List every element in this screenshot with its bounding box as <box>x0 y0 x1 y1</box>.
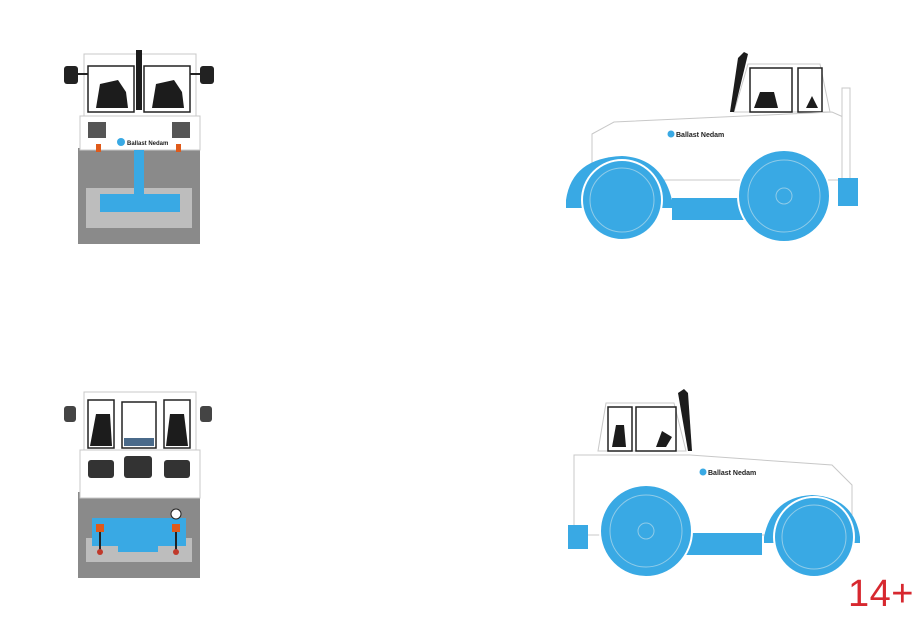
seat-right <box>152 80 184 108</box>
side-right-logo-text: Ballast Nedam <box>676 132 724 139</box>
drum-support <box>134 150 144 194</box>
front-drum-wheel <box>581 159 663 241</box>
rear-lamp-left <box>97 549 103 555</box>
side-view-left-drawing: Ballast Nedam <box>568 389 860 578</box>
front-logo-text: Ballast Nedam <box>127 141 168 147</box>
steering-wheel <box>656 431 672 447</box>
exhaust-stack <box>678 389 692 451</box>
rear-wheel-rim <box>747 159 821 233</box>
reflector-left <box>96 524 104 532</box>
seat-left <box>90 414 112 446</box>
indicator-right <box>176 144 181 152</box>
rear-light-left <box>88 460 114 478</box>
front-wheel-rim <box>781 504 847 570</box>
rear-wheel-hub <box>775 187 793 205</box>
mirror-left <box>64 406 76 422</box>
cab-side-window <box>635 406 677 452</box>
side-view-right-illustration: Ballast Nedam <box>562 48 862 244</box>
rear-light-right <box>164 460 190 478</box>
front-drum <box>100 194 180 212</box>
side-left-logo-text: Ballast Nedam <box>708 470 756 477</box>
rear-wheel-rim <box>609 494 683 568</box>
rear-view-drawing <box>64 391 212 578</box>
rear-wheel <box>599 484 693 578</box>
reflector-right <box>172 524 180 532</box>
rear-light-center <box>124 456 152 478</box>
driver-seat <box>612 425 626 447</box>
front-bumper <box>568 525 588 549</box>
mirror-right <box>200 406 212 422</box>
front-wheel-rim <box>589 167 655 233</box>
beacon-light <box>170 508 182 520</box>
logo-mark <box>699 468 707 476</box>
side-view-right-drawing: Ballast Nedam <box>566 52 858 243</box>
steering-column <box>806 96 818 108</box>
exhaust-pipe <box>136 50 142 110</box>
headlight-right <box>172 122 190 138</box>
age-rating-badge: 14+ <box>848 573 914 615</box>
dashboard-panel <box>124 438 154 446</box>
side-view-left-illustration: Ballast Nedam <box>562 385 862 585</box>
headlight-left <box>88 122 106 138</box>
mirror-right <box>200 66 214 84</box>
exhaust-stack <box>730 52 748 112</box>
rear-drum-base <box>118 538 158 552</box>
seat-left <box>96 80 128 108</box>
front-drum-wheel <box>773 496 855 578</box>
logo-mark <box>117 138 125 146</box>
rear-bumper <box>838 178 858 206</box>
rear-wheel <box>737 149 831 243</box>
seat-right <box>166 414 188 446</box>
rear-view-illustration <box>58 388 218 584</box>
indicator-left <box>96 144 101 152</box>
driver-seat <box>754 92 778 108</box>
front-view-illustration: Ballast Nedam <box>58 48 218 244</box>
rear-lamp-right <box>173 549 179 555</box>
logo-mark <box>667 130 675 138</box>
rear-frame <box>841 87 851 189</box>
front-view-drawing: Ballast Nedam <box>64 50 214 244</box>
mirror-left <box>64 66 78 84</box>
rear-wheel-hub <box>637 522 655 540</box>
